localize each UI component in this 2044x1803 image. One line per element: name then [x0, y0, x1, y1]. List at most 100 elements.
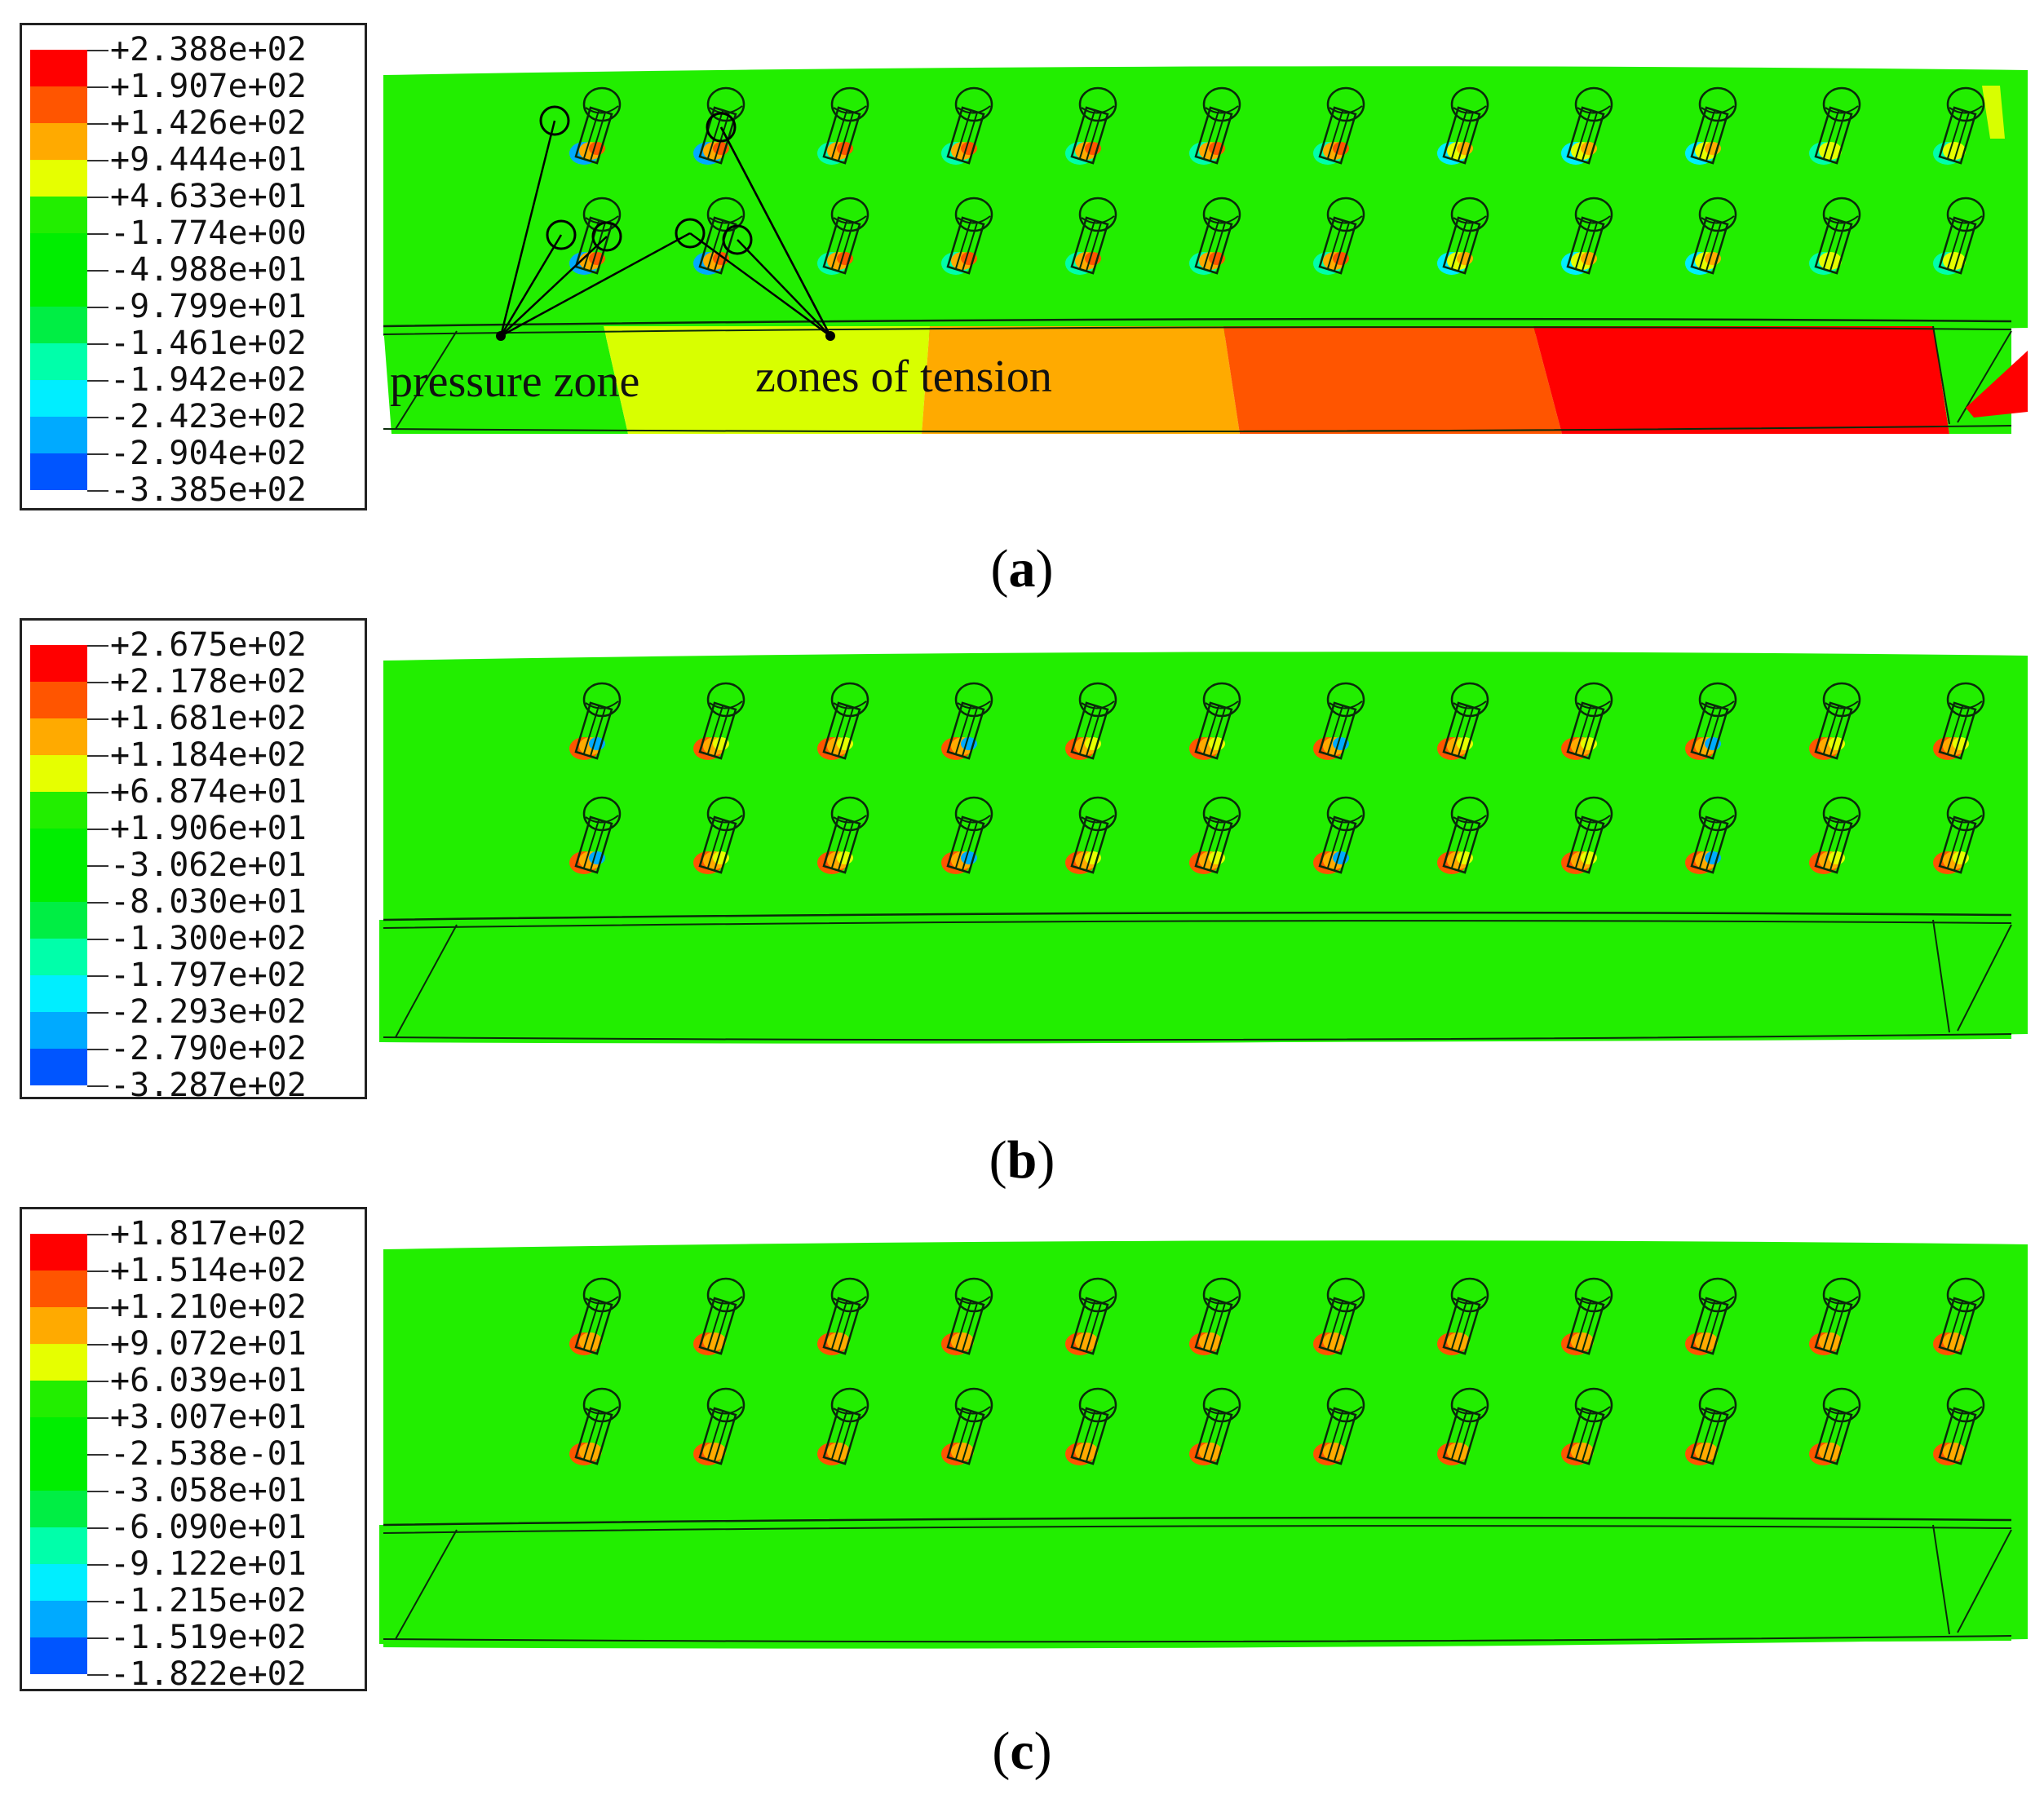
shear-stud [817, 86, 869, 165]
legend-tick [87, 1491, 108, 1492]
highlight-circle [591, 221, 622, 252]
shear-stud [1437, 197, 1489, 275]
shear-stud [1685, 1387, 1737, 1465]
legend-swatch [30, 233, 87, 270]
legend-label: +9.444e+01 [110, 141, 307, 179]
legend-tick [87, 755, 108, 757]
shear-stud [817, 1277, 869, 1355]
legend-label: -3.287e+02 [110, 1067, 307, 1104]
highlight-circle [539, 105, 570, 136]
shear-stud [1809, 796, 1861, 874]
legend-tick [87, 417, 108, 418]
shear-stud [1685, 86, 1737, 165]
shear-stud [1561, 86, 1613, 165]
shear-stud [1313, 86, 1365, 165]
model-view-c [379, 1240, 2028, 1649]
legend-tick [87, 865, 108, 867]
shear-stud [817, 197, 869, 275]
legend-tick [87, 123, 108, 125]
panel-a: +2.388e+02+1.907e+02+1.426e+02+9.444e+01… [0, 0, 2044, 599]
shear-stud [1313, 1277, 1365, 1355]
shear-stud [1189, 1277, 1241, 1355]
legend-label: -3.385e+02 [110, 471, 307, 509]
shear-stud [1809, 1387, 1861, 1465]
legend-swatch [30, 1381, 87, 1417]
shear-stud [693, 197, 745, 275]
legend-swatch [30, 50, 87, 86]
shear-stud [1685, 682, 1737, 760]
legend-swatch [30, 1564, 87, 1601]
shear-stud [1561, 1387, 1613, 1465]
legend-label: +1.184e+02 [110, 736, 307, 774]
shear-stud [941, 1277, 993, 1355]
legend-swatch [30, 1049, 87, 1085]
concrete-slab [383, 66, 2028, 338]
shear-stud [1933, 1387, 1985, 1465]
legend-tick [87, 1637, 108, 1639]
legend-label: +2.675e+02 [110, 626, 307, 664]
panel-b: +2.675e+02+2.178e+02+1.681e+02+1.184e+02… [0, 595, 2044, 1191]
shear-stud [1809, 86, 1861, 165]
legend-swatch [30, 1012, 87, 1049]
legend-swatch [30, 1307, 87, 1344]
shear-stud [1065, 1277, 1117, 1355]
legend-tick [87, 233, 108, 235]
legend-label: +1.817e+02 [110, 1215, 307, 1253]
legend-swatch [30, 1270, 87, 1307]
legend-tick [87, 1049, 108, 1050]
legend-tick [87, 1527, 108, 1529]
legend-swatch [30, 343, 87, 380]
shear-stud [1313, 682, 1365, 760]
shear-stud [1065, 86, 1117, 165]
shear-stud [1685, 796, 1737, 874]
legend-tick [87, 1564, 108, 1566]
legend-label: -1.942e+02 [110, 361, 307, 399]
legend-swatch [30, 1601, 87, 1637]
legend-label: +1.681e+02 [110, 700, 307, 737]
legend-tick [87, 1674, 108, 1676]
legend-swatch [30, 417, 87, 453]
highlight-circle [722, 224, 753, 255]
tension-zone-label: zones of tension [755, 351, 1052, 402]
legend-label: -3.062e+01 [110, 846, 307, 884]
legend-swatch [30, 270, 87, 307]
legend-label: -2.293e+02 [110, 993, 307, 1031]
legend-tick [87, 1417, 108, 1419]
legend-tick [87, 829, 108, 830]
legend-tick [87, 307, 108, 308]
legend-tick [87, 792, 108, 793]
legend-swatch [30, 380, 87, 417]
legend-swatch [30, 645, 87, 682]
legend-swatch [30, 1234, 87, 1270]
legend-tick [87, 1270, 108, 1272]
legend-tick [87, 1307, 108, 1309]
legend-label: +1.210e+02 [110, 1288, 307, 1326]
legend-swatch [30, 1637, 87, 1674]
leader-line [500, 236, 608, 337]
legend-swatch [30, 902, 87, 939]
steel-flange [379, 1516, 2012, 1645]
shear-stud [1065, 796, 1117, 874]
legend-tick [87, 160, 108, 161]
shear-stud [941, 796, 993, 874]
legend-a: +2.388e+02+1.907e+02+1.426e+02+9.444e+01… [20, 23, 367, 510]
legend-label: +2.388e+02 [110, 31, 307, 68]
legend-tick [87, 682, 108, 683]
legend-label: +1.907e+02 [110, 68, 307, 105]
legend-swatch [30, 123, 87, 160]
legend-label: -1.797e+02 [110, 957, 307, 994]
shear-stud [817, 1387, 869, 1465]
legend-tick [87, 86, 108, 88]
legend-tick [87, 490, 108, 492]
shear-stud [1809, 682, 1861, 760]
legend-swatch [30, 792, 87, 829]
legend-label: -1.300e+02 [110, 920, 307, 957]
steel-flange [379, 911, 2012, 1043]
shear-stud [1933, 86, 1985, 165]
shear-stud [693, 682, 745, 760]
shear-stud [1561, 682, 1613, 760]
shear-stud [1065, 682, 1117, 760]
legend-swatch [30, 1344, 87, 1381]
legend-swatch [30, 1417, 87, 1454]
pressure-zone-label: pressure zone [390, 356, 639, 407]
